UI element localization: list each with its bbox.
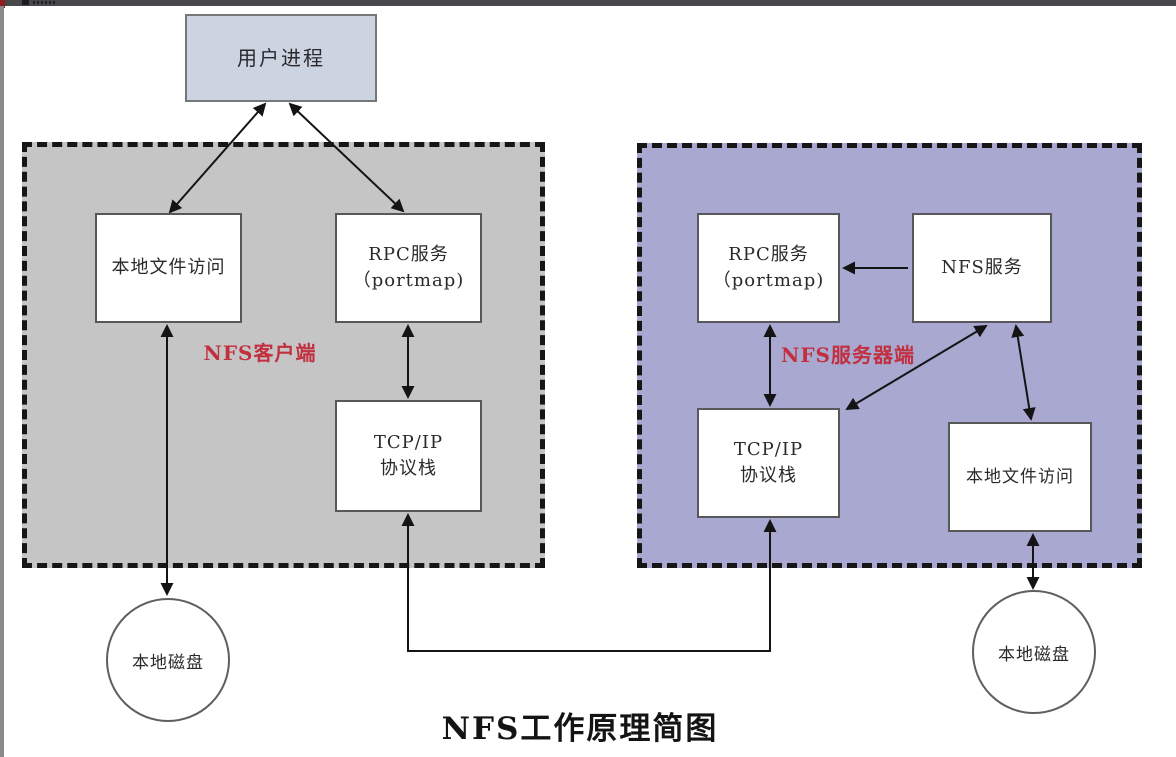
node-server-rpc-line2: （portmap) [712,270,825,291]
node-client-rpc-line2: （portmap) [352,270,465,291]
nfs-client-label: NFS客户端 [203,341,317,365]
node-server-local-file-access-label: 本地文件访问 [966,466,1074,487]
left-chrome-bar [0,6,4,757]
node-user-process: 用户进程 [185,14,377,102]
top-chrome-dots [33,1,57,4]
nfs-server-label: NFS服务器端 [781,343,915,367]
node-client-tcpip-line1: TCP/IP [373,431,444,453]
node-server-local-file-access: 本地文件访问 [948,422,1092,532]
node-server-nfs-service: NFS服务 [912,213,1052,323]
node-client-tcpip-stack: TCP/IP 协议栈 [335,400,482,512]
node-server-local-disk-label: 本地磁盘 [998,644,1070,665]
node-client-rpc-service: RPC服务 （portmap) [335,213,482,323]
node-client-local-file-access: 本地文件访问 [95,213,242,323]
node-user-process-label: 用户进程 [237,45,325,70]
node-server-tcpip-line2: 协议栈 [740,465,797,486]
node-client-rpc-line1: RPC服务 [368,243,449,265]
diagram-title: NFS工作原理简图 [441,711,719,747]
top-chrome-mark [22,0,29,5]
corner-red-mark [0,0,5,8]
node-server-nfs-service-label: NFS服务 [941,256,1023,278]
node-server-local-disk: 本地磁盘 [972,590,1096,714]
top-chrome-bar [0,0,1176,6]
node-server-tcpip-line1: TCP/IP [733,438,804,460]
node-server-rpc-service: RPC服务 （portmap) [697,213,840,323]
node-client-tcpip-line2: 协议栈 [380,458,437,479]
node-client-local-file-access-label: 本地文件访问 [111,256,226,278]
node-server-rpc-line1: RPC服务 [728,243,809,265]
node-server-tcpip-stack: TCP/IP 协议栈 [697,408,840,518]
node-client-local-disk-label: 本地磁盘 [132,652,204,673]
node-client-local-disk: 本地磁盘 [106,598,230,722]
